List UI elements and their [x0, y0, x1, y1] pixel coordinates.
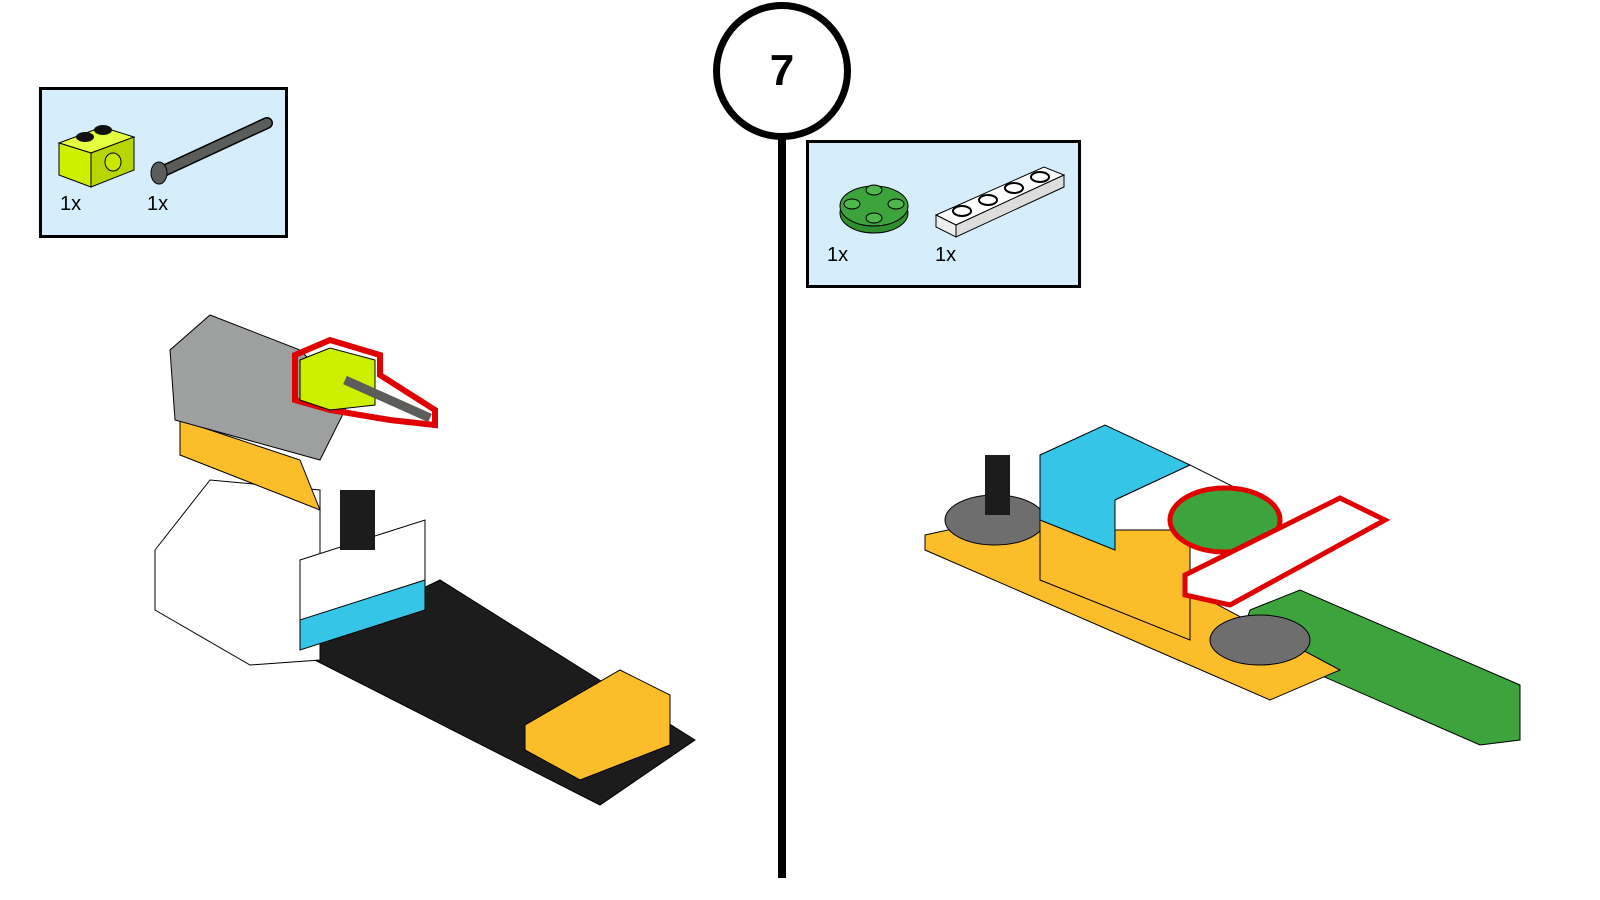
lime-brick-new [299, 347, 376, 411]
green-round-plate-icon [839, 184, 909, 234]
black-connector [340, 490, 375, 550]
step-divider-line [778, 128, 786, 878]
part-quantity: 1x [147, 193, 169, 215]
lime-technic-brick-icon [57, 125, 136, 188]
yellow-brick [524, 669, 671, 781]
highlight-outline [292, 336, 438, 429]
left-model-illustration [154, 314, 696, 806]
black-pin [985, 455, 1010, 515]
green-round-plate-new [1167, 485, 1283, 555]
axle-new [343, 375, 432, 423]
grey-axle-icon [150, 117, 273, 185]
parts-list-left: 1x 1x [39, 87, 288, 238]
step-number: 7 [713, 2, 851, 140]
grey-round-plate-right [1209, 614, 1311, 666]
white-plate-new [1182, 495, 1391, 608]
right-model-illustration [924, 424, 1521, 746]
white-hub-block [154, 479, 321, 666]
white-technic-brick [299, 519, 426, 621]
white-plate-icon [934, 166, 1066, 238]
part-quantity: 1x [827, 244, 849, 266]
part-quantity: 1x [60, 193, 82, 215]
yellow-plate [179, 419, 321, 511]
parts-list-right: 1x 1x [806, 140, 1081, 288]
part-quantity: 1x [935, 244, 957, 266]
